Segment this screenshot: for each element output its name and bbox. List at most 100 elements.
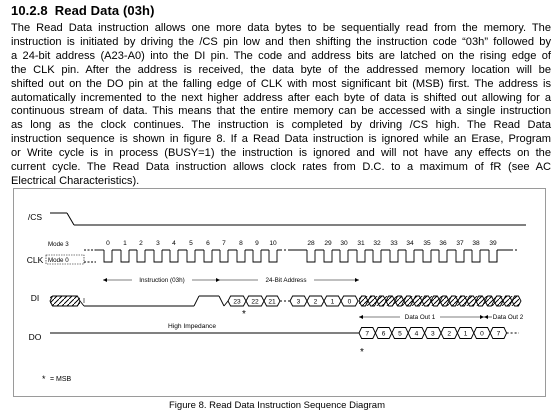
clock-number-10: 10 bbox=[269, 240, 277, 247]
clock-number-29: 29 bbox=[324, 240, 332, 247]
address-span-mask bbox=[258, 275, 314, 285]
clock-number-30: 30 bbox=[340, 240, 348, 247]
clock-number-6: 6 bbox=[206, 240, 210, 247]
clock-number-7: 7 bbox=[222, 240, 226, 247]
cs-falling-edge bbox=[66, 212, 75, 226]
di-trail-cell bbox=[394, 295, 405, 307]
body-line: a 24-bit address (A23-A0) into the DI pi… bbox=[11, 49, 551, 62]
data-out-1-arrow-left bbox=[359, 315, 363, 319]
clock-number-9: 9 bbox=[255, 240, 259, 247]
body-line: automatically incremented to the next hi… bbox=[11, 91, 551, 104]
data-out-1-label: Data Out 1 bbox=[405, 314, 436, 321]
body-line: instruction is initiated by driving the … bbox=[11, 35, 551, 48]
di-instruction-rise bbox=[193, 295, 200, 307]
instruction-span-arrow-left bbox=[103, 278, 107, 282]
body-line: shifted out on the DO pin at the falling… bbox=[11, 77, 551, 90]
di-label: DI bbox=[31, 293, 40, 303]
data-out-1-mask bbox=[400, 312, 440, 322]
clock-number-4: 4 bbox=[172, 240, 176, 247]
cs-label: /CS bbox=[28, 212, 43, 222]
di-trail-cell bbox=[466, 295, 477, 307]
figure-caption: Figure 8. Read Data Instruction Sequence… bbox=[169, 400, 385, 411]
di-trail-cell bbox=[511, 295, 522, 307]
di-dont-care-frame bbox=[49, 295, 81, 307]
clk-waveform-left bbox=[103, 249, 280, 263]
di-trail-cell bbox=[385, 295, 396, 307]
di-trail-cell bbox=[367, 295, 378, 307]
do-data-bit-label-2: 5 bbox=[398, 331, 402, 338]
clock-number-39: 39 bbox=[489, 240, 497, 247]
body-line: current cycle. The Read Data instruction… bbox=[11, 161, 551, 174]
di-address-bit-label-22: 22 bbox=[251, 299, 259, 306]
clock-number-5: 5 bbox=[189, 240, 193, 247]
di-address-bit-label-23: 23 bbox=[233, 299, 241, 306]
do-data-bit-label-5: 2 bbox=[447, 331, 451, 338]
di-address-bit-0 bbox=[340, 295, 359, 307]
body-line: continuous stream of data. This means th… bbox=[11, 105, 551, 118]
do-data-bit-label-7: 0 bbox=[480, 331, 484, 338]
body-line: the CLK pin. After the address is receiv… bbox=[11, 63, 551, 76]
do-msb-mark: * bbox=[360, 347, 364, 358]
di-trail-cell bbox=[412, 295, 423, 307]
do-data-bit-label-3: 4 bbox=[415, 331, 419, 338]
data-out-1-arrow-right bbox=[480, 315, 484, 319]
clock-number-1: 1 bbox=[123, 240, 127, 247]
legend-label: = MSB bbox=[50, 376, 72, 383]
section-heading: 10.2.8 Read Data (03h) bbox=[11, 3, 155, 18]
di-trail-cell bbox=[421, 295, 432, 307]
section-number: 10.2.8 bbox=[11, 3, 48, 18]
clock-number-36: 36 bbox=[439, 240, 447, 247]
do-data-bit-label-0: 7 bbox=[365, 331, 369, 338]
mode0-label: Mode 0 bbox=[48, 257, 69, 264]
di-trail-cell bbox=[358, 295, 369, 307]
clock-number-2: 2 bbox=[139, 240, 143, 247]
body-line: instruction sequence is shown in figure … bbox=[11, 133, 551, 146]
do-data-bit-label-4: 3 bbox=[431, 331, 435, 338]
di-trail-cell bbox=[430, 295, 441, 307]
body-line: or Write cycle is in process (BUSY=1) th… bbox=[11, 147, 551, 160]
di-address-bit-label-21: 21 bbox=[268, 299, 276, 306]
address-span-label: 24-Bit Address bbox=[266, 277, 307, 284]
clock-number-37: 37 bbox=[456, 240, 464, 247]
di-address-bit-label-1: 1 bbox=[331, 299, 335, 306]
do-data-bit-label-8: 7 bbox=[497, 331, 501, 338]
di-trail-cell bbox=[457, 295, 468, 307]
di-address-bit-label-3: 3 bbox=[297, 299, 301, 306]
di-address-bit-label-2: 2 bbox=[314, 299, 318, 306]
clock-number-34: 34 bbox=[406, 240, 414, 247]
address-span-arrow-right bbox=[355, 278, 359, 282]
di-trail-cell bbox=[403, 295, 414, 307]
di-trail-cell bbox=[439, 295, 450, 307]
di-fall bbox=[79, 300, 85, 307]
do-data-bit-label-6: 1 bbox=[464, 331, 468, 338]
clock-number-38: 38 bbox=[472, 240, 480, 247]
di-trail-cell bbox=[484, 295, 495, 307]
clock-number-33: 33 bbox=[390, 240, 398, 247]
di-trail-cell bbox=[376, 295, 387, 307]
do-label: DO bbox=[29, 332, 42, 342]
clock-number-31: 31 bbox=[357, 240, 365, 247]
data-out-2-arrow-left bbox=[484, 315, 488, 319]
di-instruction-join bbox=[223, 300, 229, 307]
legend-msb-mark: * bbox=[42, 374, 46, 384]
clock-number-0: 0 bbox=[106, 240, 110, 247]
clock-number-28: 28 bbox=[307, 240, 315, 247]
instruction-span-arrow-right bbox=[216, 278, 220, 282]
data-out-2-label: Data Out 2 bbox=[493, 314, 524, 321]
do-data-bit-label-1: 6 bbox=[382, 331, 386, 338]
section-body: The Read Data instruction allows one mor… bbox=[11, 22, 551, 189]
section-title: Read Data (03h) bbox=[54, 3, 155, 18]
instruction-span-mask bbox=[132, 275, 192, 285]
clk-label: CLK bbox=[27, 255, 44, 265]
di-trail-cell bbox=[502, 295, 513, 307]
body-line: The Read Data instruction allows one mor… bbox=[11, 22, 551, 34]
di-address-bit-label-0: 0 bbox=[348, 299, 352, 306]
di-instruction-fall bbox=[218, 295, 225, 307]
instruction-span-label: Instruction (03h) bbox=[139, 277, 185, 284]
di-msb-mark: * bbox=[242, 309, 246, 320]
clock-number-8: 8 bbox=[239, 240, 243, 247]
clock-number-32: 32 bbox=[373, 240, 381, 247]
clock-number-3: 3 bbox=[156, 240, 160, 247]
